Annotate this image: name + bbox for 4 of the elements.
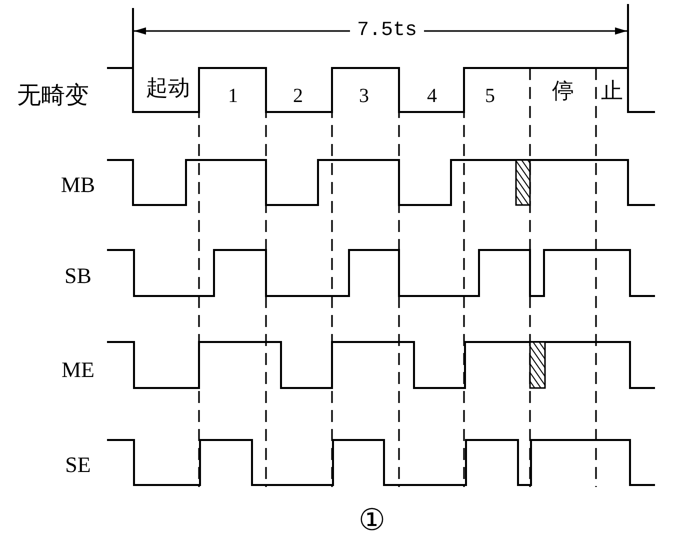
phase-label: 止 bbox=[601, 80, 623, 102]
phase-label: 停 bbox=[552, 80, 574, 102]
signal-label: 无畸变 bbox=[17, 84, 89, 108]
phase-label: 起动 bbox=[146, 77, 190, 99]
